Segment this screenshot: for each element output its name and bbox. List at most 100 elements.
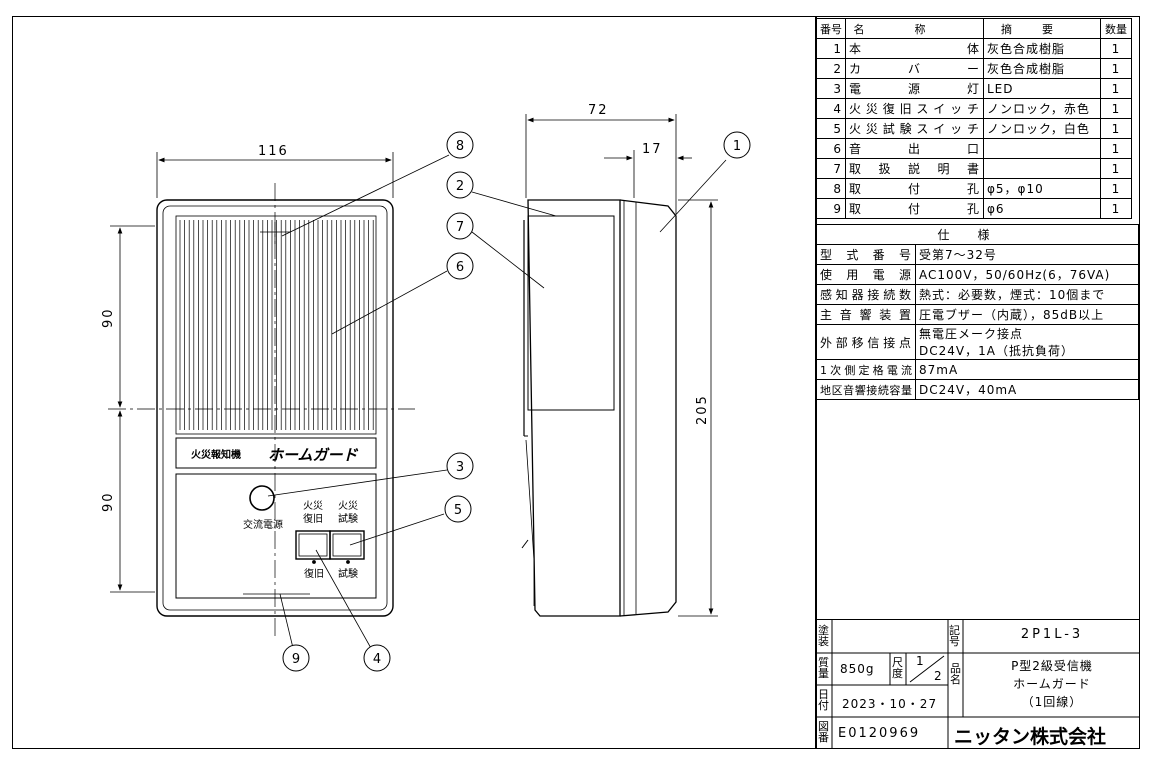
technical-drawing: 火災報知機 ホームガード 交流電源 火災 復旧 火災 試験 復旧 試験 116 … (101, 103, 751, 672)
spec-key: 主音響装置 (816, 304, 916, 325)
callout-2: 2 (456, 179, 464, 194)
dimension-90-top: 90 (101, 307, 116, 328)
part-name: 本体 (845, 38, 984, 59)
callout-9: 9 (292, 652, 300, 667)
part-number: 3 (816, 78, 846, 99)
scale-numerator: 1 (916, 654, 925, 668)
brand-logo: ホームガード (268, 446, 359, 464)
drawing-number: E0120969 (838, 726, 921, 741)
reset-switch-face (298, 533, 328, 557)
spec-value: DC24V，40mA (915, 379, 1139, 400)
symbol-value: 2P1L-3 (1020, 627, 1084, 642)
drawing-number-label: 図番 (818, 720, 830, 744)
test-dot (346, 560, 350, 564)
power-lamp-label: 交流電源 (243, 518, 283, 531)
part-name: 音出口 (845, 138, 984, 159)
spec-header-row: 仕様 (816, 224, 1139, 245)
reset-switch[interactable] (295, 530, 331, 560)
part-name: 取付孔 (845, 198, 984, 219)
mass-label: 質量 (818, 656, 830, 680)
panel-divider (815, 16, 817, 749)
title-block: 塗装 記号 2P1L-3 質量 850g 尺度 1 2 品名 P型2級受信機 ホ… (816, 619, 1140, 749)
part-quantity: 1 (1100, 118, 1132, 139)
spec-key: 地区音響接続容量 (816, 379, 916, 400)
date-label: 日付 (818, 688, 830, 712)
spec-key: 使用電源 (816, 264, 916, 285)
dimension-90-bottom: 90 (101, 491, 116, 512)
spec-value: 圧電ブザー（内蔵），85dB以上 (915, 304, 1139, 325)
part-number: 2 (816, 58, 846, 79)
product-label: 品名 (950, 662, 962, 686)
callout-4: 4 (373, 652, 381, 667)
spec-key: 外部移信接点 (816, 324, 916, 360)
spec-row: 主音響装置圧電ブザー（内蔵），85dB以上 (816, 304, 1139, 325)
part-quantity: 1 (1100, 178, 1132, 199)
grille-lines (179, 220, 374, 430)
part-quantity: 1 (1100, 98, 1132, 119)
side-hook (521, 539, 529, 549)
spec-key: 型式番号 (816, 244, 916, 265)
spec-header: 仕様 (816, 224, 1139, 245)
sound-grille (175, 215, 377, 435)
front-view (108, 183, 415, 640)
part-name: 電源灯 (845, 78, 984, 99)
company-name: ニッタン株式会社 (954, 726, 1107, 748)
header-number: 番号 (816, 18, 846, 39)
side-cover-outline (619, 199, 677, 617)
part-number: 6 (816, 138, 846, 159)
scale-denominator: 2 (934, 669, 943, 683)
spec-value: 87mA (915, 359, 1139, 380)
spec-value: 無電圧メーク接点 (919, 327, 1024, 341)
side-body-outline (527, 199, 621, 617)
side-view (521, 199, 677, 617)
product-line-2: ホームガード (1013, 677, 1091, 691)
part-name: 取扱説明書 (845, 158, 984, 179)
part-description: LED (983, 78, 1101, 99)
front-dimensions (110, 152, 394, 593)
spec-value-multiline: 無電圧メーク接点 DC24V，1A（抵抗負荷） (915, 324, 1139, 360)
reset-label-top-1: 火災 (303, 500, 323, 512)
test-switch-face (332, 533, 362, 557)
side-dimensions (525, 114, 718, 617)
part-description: 灰色合成樹脂 (983, 58, 1101, 79)
reset-label-bottom: 復旧 (304, 567, 324, 580)
part-quantity: 1 (1100, 38, 1132, 59)
test-label-top-2: 試験 (338, 512, 358, 525)
callout-8: 8 (456, 139, 464, 154)
drawing-frame (12, 16, 1140, 749)
part-number: 9 (816, 198, 846, 219)
part-quantity: 1 (1100, 58, 1132, 79)
part-number: 7 (816, 158, 846, 179)
reset-dot (312, 560, 316, 564)
part-name: カバー (845, 58, 984, 79)
spec-value-2: DC24V，1A（抵抗負荷） (919, 344, 1074, 358)
part-name: 取付孔 (845, 178, 984, 199)
part-quantity: 1 (1100, 78, 1132, 99)
part-name: 火災復旧スイッチ (845, 98, 984, 119)
test-switch[interactable] (329, 530, 365, 560)
part-description (983, 138, 1101, 159)
part-description: φ5，φ10 (983, 178, 1101, 199)
product-line-3: （1回線） (1021, 695, 1083, 709)
paint-label: 塗装 (818, 624, 830, 648)
part-quantity: 1 (1100, 158, 1132, 179)
part-description: φ6 (983, 198, 1101, 219)
device-label: 火災報知機 (191, 448, 241, 461)
test-label-bottom: 試験 (338, 567, 358, 580)
part-description: ノンロック，赤色 (983, 98, 1101, 119)
spec-row: 型式番号受第7～32号 (816, 244, 1139, 265)
operation-panel (175, 473, 377, 599)
